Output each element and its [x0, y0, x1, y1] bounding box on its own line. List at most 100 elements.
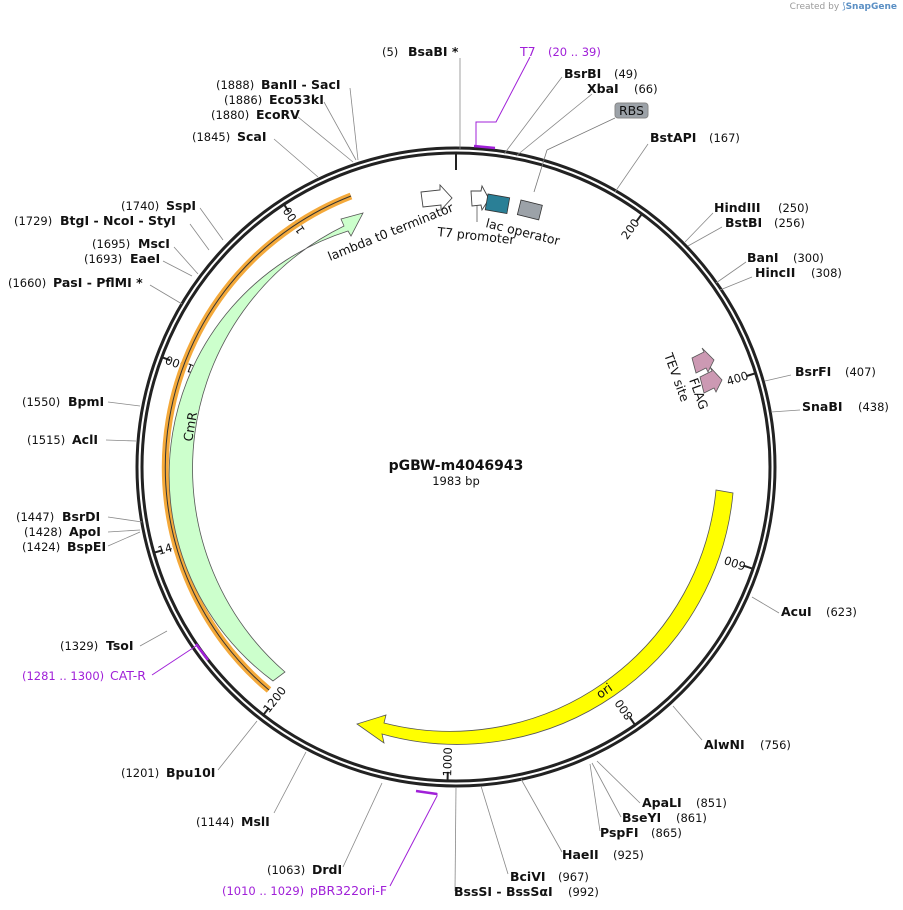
- site-pos: (407): [845, 365, 876, 379]
- site-name: PspFI: [600, 825, 639, 840]
- site-labels: (5) BsaBI * BsrBI (49) XbaI (66) BstAPI …: [8, 44, 889, 899]
- pbr322ori-f-primer-name: pBR322ori-F: [310, 883, 387, 898]
- cat-r-primer-line: [151, 645, 197, 676]
- t7-primer-range: (20 .. 39): [548, 45, 601, 59]
- site-pos: (967): [558, 870, 589, 884]
- pbr322ori-f-primer-mark: [415, 789, 438, 796]
- site-name: ScaI: [237, 129, 267, 144]
- t7-promoter-arrow: [470, 184, 490, 212]
- site-pos: (1201): [121, 766, 159, 780]
- site-name: SnaBI: [802, 399, 843, 414]
- tick-label: 800: [612, 697, 636, 723]
- rbs-leader-2: [533, 149, 548, 193]
- tick-mark: [629, 716, 636, 726]
- site-name: AcuI: [781, 604, 812, 619]
- site-name: BstBI: [725, 215, 762, 230]
- site-pos: (1845): [192, 130, 230, 144]
- cmr-band-line: [164, 195, 352, 691]
- snapgene-logo-icon: ⟆: [842, 2, 846, 12]
- site-name: HaeII: [562, 847, 599, 862]
- plasmid-name: pGBW-m4046943: [389, 458, 524, 474]
- site-pos: (861): [676, 811, 707, 825]
- site-pos: (66): [634, 82, 658, 96]
- site-name: ApoI: [69, 524, 101, 539]
- site-pos: (1660): [8, 276, 46, 290]
- site-pos: (1729): [14, 214, 52, 228]
- site-pos: (308): [811, 266, 842, 280]
- tick-label: 400: [725, 368, 750, 388]
- site-pos: (1428): [24, 525, 62, 539]
- site-name: BciVI: [510, 869, 546, 884]
- site-name: HincII: [755, 265, 795, 280]
- site-name: BssSI - BssSαI: [454, 884, 553, 899]
- site-pos: (300): [793, 251, 824, 265]
- credit-brand: SnapGene: [845, 2, 897, 12]
- site-pos: (1886): [224, 93, 262, 107]
- site-leaders: [105, 58, 801, 892]
- tick-mark: [635, 213, 643, 222]
- site-name: BanII - SacI: [261, 77, 341, 92]
- tick-label: 1000: [440, 747, 455, 777]
- site-pos: (250): [778, 201, 809, 215]
- site-name: TsoI: [106, 638, 134, 653]
- site-name: BsrDI: [62, 509, 100, 524]
- tev-site-arrow: [691, 347, 715, 374]
- flag-arrow: [699, 366, 723, 394]
- site-pos: (1550): [22, 395, 60, 409]
- site-pos: (256): [774, 216, 805, 230]
- t7-primer-name: T7: [519, 44, 536, 59]
- site-name: EaeI: [130, 251, 160, 266]
- site-pos: (623): [826, 605, 857, 619]
- tev-site-label: TEV site: [661, 350, 693, 404]
- tick-label: 600: [722, 553, 747, 573]
- site-name: AlwNI: [704, 737, 745, 752]
- pbr322ori-f-primer-range: (1010 .. 1029): [222, 884, 304, 898]
- rbs-label-box: [614, 102, 649, 119]
- site-pos: (1880): [211, 108, 249, 122]
- plasmid-length: 1983 bp: [432, 474, 480, 488]
- rbs-leader: [546, 117, 616, 151]
- site-name: BsrFI: [795, 364, 831, 379]
- pbr322ori-f-primer-line: [389, 793, 438, 887]
- site-name: DrdI: [312, 862, 342, 877]
- lac-operator-box: [484, 193, 511, 215]
- site-name: AclI: [72, 432, 98, 447]
- site-name: SspI: [166, 198, 196, 213]
- site-pos: (992): [568, 885, 599, 899]
- site-pos: (49): [614, 67, 638, 81]
- site-name: BtgI - NcoI - StyI: [60, 213, 176, 228]
- site-pos: (851): [696, 796, 727, 810]
- rbs-label: RBS: [619, 103, 644, 118]
- site-name: BstAPI: [650, 130, 696, 145]
- t7-primer-line: [475, 56, 531, 149]
- backbone-inner-ring: [140, 151, 772, 783]
- backbone-outer-ring: [135, 146, 777, 788]
- rbs-box: [516, 199, 543, 221]
- site-name: BspEI: [67, 539, 106, 554]
- site-name: Bpu10I: [166, 765, 215, 780]
- cat-r-primer-mark: [195, 643, 209, 661]
- site-pos: (438): [858, 400, 889, 414]
- site-pos: (1693): [84, 252, 122, 266]
- site-pos: (1740): [121, 199, 159, 213]
- site-pos: (5): [382, 45, 398, 59]
- tick-mark: [283, 203, 290, 213]
- site-name: PasI - PflMI *: [53, 275, 143, 290]
- lambda-terminator-arrow: [420, 183, 453, 212]
- tick-mark: [262, 707, 270, 716]
- cat-r-primer-name: CAT-R: [110, 668, 146, 683]
- site-pos: (865): [651, 826, 682, 840]
- t7-primer-mark: [473, 144, 496, 150]
- site-name: BanI: [747, 250, 779, 265]
- site-name: HindIII: [714, 200, 761, 215]
- site-name: BseYI: [622, 810, 661, 825]
- tick-mark: [161, 356, 171, 362]
- cmr-feature: [168, 212, 364, 682]
- site-pos: (1144): [196, 815, 234, 829]
- cmr-label: CmR: [180, 410, 200, 442]
- site-pos: (1329): [60, 639, 98, 653]
- site-name: ApaLI: [642, 795, 682, 810]
- site-name: BpmI: [68, 394, 104, 409]
